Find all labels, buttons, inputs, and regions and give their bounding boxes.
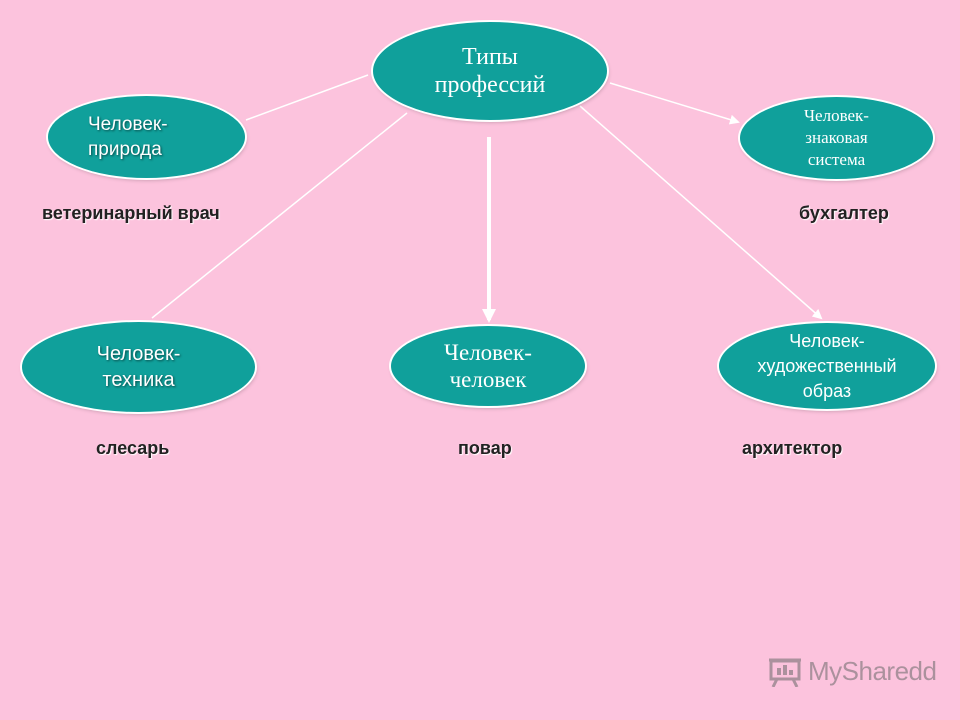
example-human: повар [458,438,512,458]
watermark-text: MySharedd [808,656,937,686]
node-center-professions: Типы профессий [373,22,607,120]
connector-center-nature [245,74,369,121]
node-nature-label: Человек- природа [88,114,168,160]
connector-center-sign [609,82,740,125]
example-technology: слесарь [96,438,170,458]
presentation-board-icon [769,658,801,687]
connector-center-art [579,105,823,320]
node-human-sign-system: Человек- знаковая система [740,97,933,179]
node-human-human: Человек- человек [391,326,585,406]
node-tech-label: Человек- техника [96,343,181,391]
node-human-technology: Человек- техника [22,322,255,412]
node-human-nature: Человек- природа [48,96,245,178]
node-human-label: Человек- человек [444,340,532,392]
example-nature: ветеринарный врач [42,203,220,223]
node-sign-label: Человек- знаковая система [804,106,869,169]
node-center-label: Типы профессий [434,44,546,98]
example-artistic: архитектор [742,438,843,458]
watermark-logo: MySharedd [768,656,937,687]
node-art-label: Человек- художественный образ [757,330,897,401]
connector-center-tech [151,112,408,319]
node-human-artistic-image: Человек- художественный образ [719,323,935,409]
example-sign-system: бухгалтер [799,203,889,223]
